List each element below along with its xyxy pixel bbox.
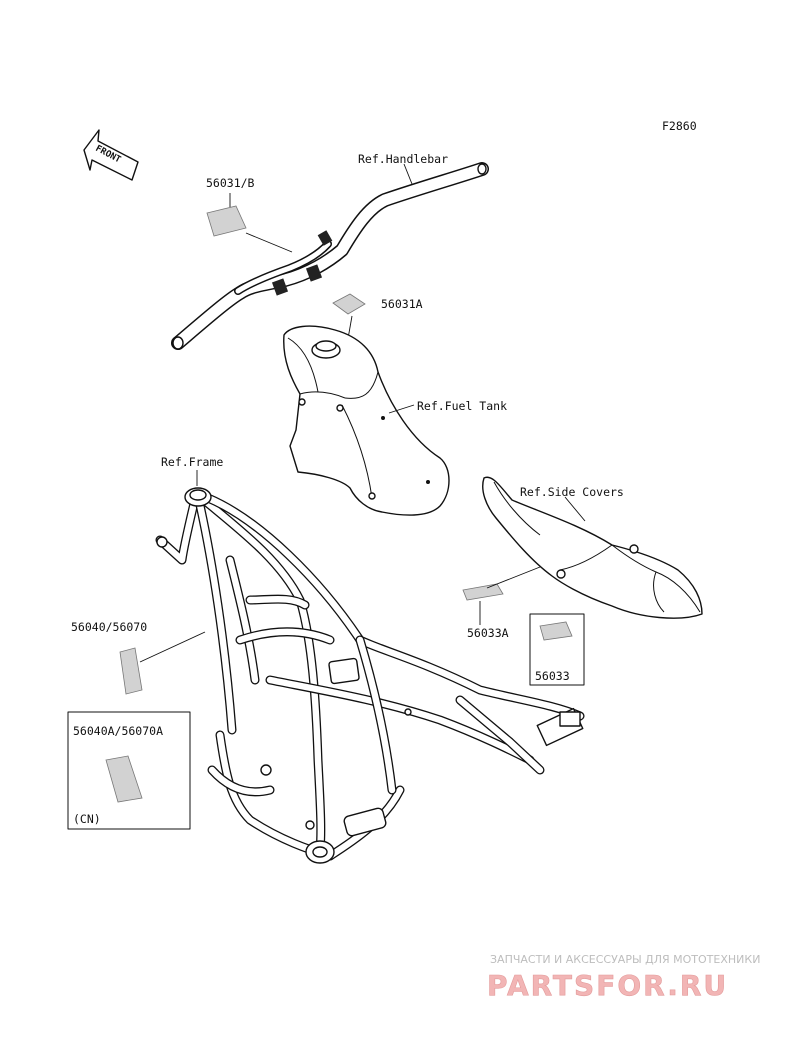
fuel-tank-callout: Ref.Fuel Tank	[417, 399, 507, 413]
cn-note: (CN)	[73, 812, 101, 826]
watermark-brand: PARTSFOR.RU	[487, 969, 728, 1002]
watermark-caption: ЗАПЧАСТИ И АКСЕССУАРЫ ДЛЯ МОТОТЕХНИКИ	[490, 953, 760, 966]
handlebar-drawing	[171, 162, 489, 350]
frame-drawing	[155, 487, 585, 864]
decal-56031b-shape	[206, 205, 247, 237]
decal-56031a-shape	[332, 293, 366, 315]
fuel-tank-drawing	[283, 325, 450, 516]
decal-56033-callout: 56033	[535, 669, 570, 683]
decal-56031b-callout: 56031/B	[206, 176, 255, 190]
decal-56031a-callout: 56031A	[381, 297, 423, 311]
side-covers-callout: Ref.Side Covers	[520, 485, 624, 499]
front-arrow-icon: FRONT	[83, 129, 139, 181]
decal-56040-shape	[119, 647, 143, 695]
decal-56033a-shape	[462, 583, 504, 601]
side-cover-drawing	[482, 476, 703, 619]
frame-callout: Ref.Frame	[161, 455, 223, 469]
figure-code: F2860	[662, 119, 697, 133]
decal-56033-box: 56033	[529, 613, 585, 686]
decal-56033a-callout: 56033A	[467, 626, 509, 640]
decal-56040a-callout: 56040A/56070A	[73, 724, 163, 738]
handlebar-callout: Ref.Handlebar	[358, 152, 448, 166]
decal-56040a-box: 56040A/56070A (CN)	[67, 711, 191, 830]
decal-56040-callout: 56040/56070	[71, 620, 147, 634]
